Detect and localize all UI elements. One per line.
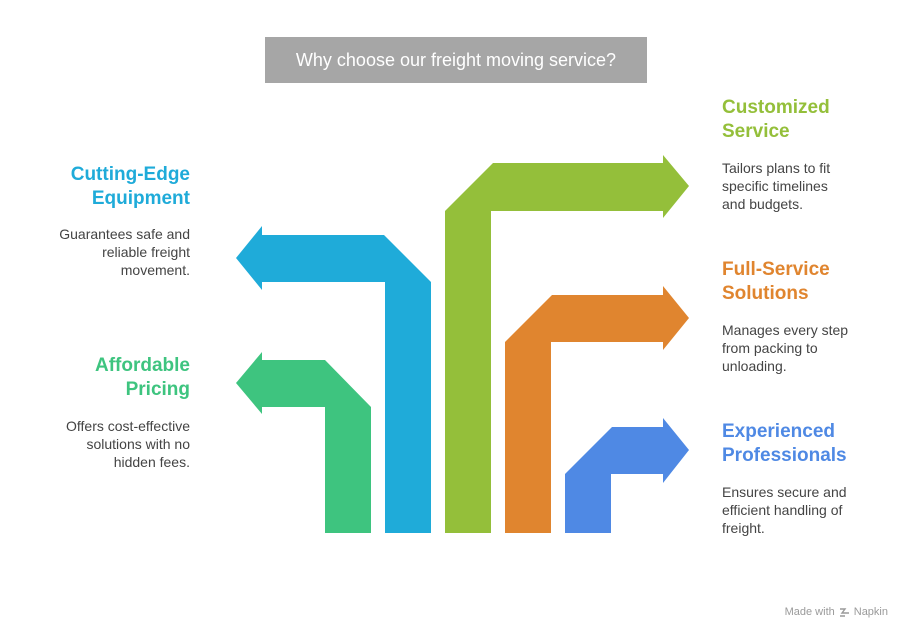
- footer-prefix: Made with: [784, 606, 835, 618]
- napkin-logo-icon: [839, 607, 849, 617]
- full-service-solutions-heading: Full-Service Solutions: [722, 259, 830, 304]
- cutting-edge-equipment-description: Guarantees safe and reliable freight mov…: [59, 226, 190, 278]
- affordable-pricing-arrow: [236, 352, 371, 533]
- made-with-napkin-footer: Made with Napkin: [785, 606, 888, 618]
- full-service-solutions-description: Manages every step from packing to unloa…: [722, 322, 849, 374]
- affordable-pricing-heading: Affordable Pricing: [95, 355, 190, 400]
- customized-service-arrow: [445, 155, 689, 533]
- experienced-professionals-heading: Experienced Professionals: [722, 421, 847, 466]
- customized-service-heading: Customized Service: [722, 97, 830, 142]
- full-service-solutions-arrow: [505, 286, 689, 533]
- cutting-edge-equipment-heading: Cutting-Edge Equipment: [70, 164, 190, 209]
- cutting-edge-equipment-arrow: [236, 226, 431, 533]
- title-banner: Why choose our freight moving service?: [265, 37, 647, 83]
- affordable-pricing-description: Offers cost-effective solutions with no …: [66, 418, 190, 470]
- page-title: Why choose our freight moving service?: [295, 49, 617, 70]
- experienced-professionals-description: Ensures secure and efficient handling of…: [722, 484, 847, 536]
- customized-service-description: Tailors plans to fit specific timelines …: [722, 160, 831, 212]
- footer-brand: Napkin: [853, 606, 888, 618]
- experienced-professionals-arrow: [565, 418, 689, 533]
